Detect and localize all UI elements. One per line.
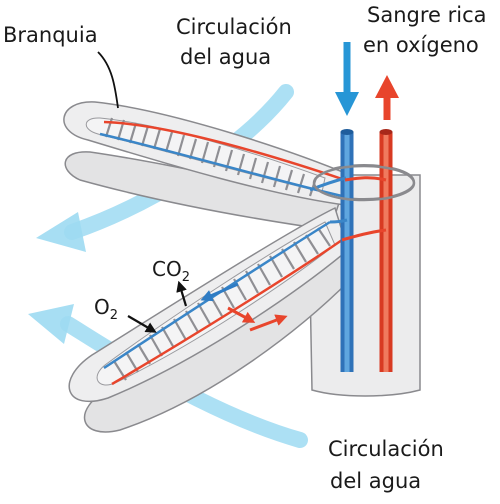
filament-flow-arrows: [200, 282, 288, 332]
blood-flow-arrows: [335, 42, 399, 120]
gill-filament-upper: [63, 101, 351, 231]
label-oxygen-rich-blood-line1: Sangre rica: [367, 3, 487, 27]
label-water-circulation-top-line2: del agua: [180, 45, 271, 69]
label-water-circulation-top-line1: Circulación: [176, 15, 292, 39]
deoxygenated-blood-arrowhead: [335, 92, 359, 116]
label-co2-main: CO: [152, 257, 182, 281]
blood-vessels: [309, 129, 393, 372]
label-water-circulation-bottom-line1: Circulación: [328, 437, 444, 461]
label-o2-main: O: [94, 295, 110, 319]
label-o2-sub: 2: [110, 308, 118, 323]
upper-filament-artery-red: [103, 120, 346, 182]
pointer-lines: [97, 51, 188, 333]
label-branquia: Branquia: [3, 23, 98, 47]
branquia-leader-line: [97, 51, 119, 109]
water-flow-arrowhead-lower: [28, 304, 74, 344]
co2-pointer: [176, 280, 188, 307]
label-co2-sub: 2: [182, 270, 190, 285]
blood-flow-small-red-1: [227, 306, 256, 323]
lower-filament-artery-red: [111, 238, 343, 386]
blood-flow-small-red-2: [249, 314, 288, 332]
o2-pointer: [127, 315, 157, 333]
support-ring: [312, 164, 416, 202]
label-water-circulation-bottom-line2: del agua: [330, 469, 421, 493]
label-oxygen-rich-blood-line2: en oxígeno: [363, 33, 479, 57]
upper-lamellae: [104, 117, 318, 197]
label-o2: O2: [94, 295, 118, 323]
label-oxygen-rich-blood: Sangre rica en oxígeno: [363, 3, 493, 57]
blood-flow-small-blue: [200, 282, 239, 302]
label-water-circulation-bottom: Circulación del agua: [328, 437, 450, 493]
label-water-circulation-top: Circulación del agua: [176, 15, 298, 69]
oxygenated-blood-arrowhead: [375, 75, 399, 98]
label-co2: CO2: [152, 257, 190, 285]
gill-filament-lower: [68, 206, 351, 433]
water-flow-arrowhead-upper: [36, 212, 86, 252]
